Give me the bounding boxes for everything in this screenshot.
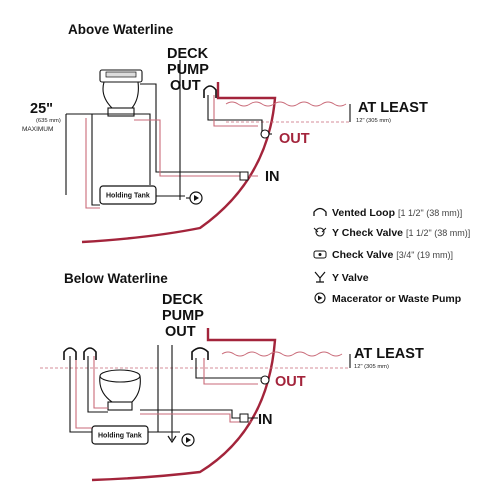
above-holding-tank-label: Holding Tank: [106, 193, 150, 200]
below-toilet: [99, 369, 141, 411]
below-holding-tank: [91, 425, 149, 445]
above-at-least-label: AT LEAST: [358, 100, 428, 116]
below-out-label: OUT: [165, 324, 196, 340]
svg-text:Y Valve: Y Valve: [332, 272, 369, 284]
legend-item: Check Valve[3/4" (19 mm)]: [313, 249, 453, 261]
above-title: Above Waterline: [68, 22, 174, 37]
above-pump-label: PUMP: [167, 62, 209, 78]
above-y-check-valve-icon: [260, 129, 270, 139]
y-check-valve-icon: [315, 227, 325, 237]
below-intake-in-label: IN: [258, 412, 273, 428]
above-holding-tank: [99, 185, 157, 205]
above-height-max: MAXIMUM: [22, 126, 53, 133]
above-height-metric: (635 mm): [36, 118, 61, 124]
above-hull: [81, 82, 277, 244]
above-vented-loop-icon: [203, 85, 217, 98]
above-discharge-pipe: [88, 113, 151, 185]
below-at-least-label: AT LEAST: [354, 346, 424, 362]
above-height-value: 25": [30, 101, 53, 117]
legend-item: Vented Loop[1 1/2" (38 mm)]: [313, 207, 462, 219]
svg-text:Macerator or Waste Pump: Macerator or Waste Pump: [332, 293, 461, 305]
below-waterline-diagram: Below Waterline Holding T: [40, 271, 424, 482]
above-vent-loop-pipe: [207, 95, 263, 134]
below-hull: [91, 328, 277, 482]
y-valve-icon: [314, 271, 326, 283]
below-y-valve-icon: [167, 435, 177, 444]
vented-loop-icon: [313, 207, 327, 216]
below-left-vent-pipe: [69, 356, 92, 433]
below-deck-label: DECK: [162, 292, 204, 308]
legend-item: Y Valve: [314, 271, 369, 284]
above-at-least-metric: 12" (305 mm): [356, 118, 391, 124]
below-vent-loop-pipe: [195, 358, 262, 379]
below-holding-tank-label: Holding Tank: [98, 433, 142, 440]
legend: Vented Loop[1 1/2" (38 mm)] Y Check Valv…: [313, 207, 470, 305]
below-title: Below Waterline: [64, 271, 168, 286]
below-check-valve-icon: [239, 413, 249, 423]
below-overboard-out-label: OUT: [275, 374, 306, 390]
above-waterline-diagram: Above Waterline 25" (635 mm) MAXIMUM: [22, 22, 428, 244]
legend-item: Y Check Valve[1 1/2" (38 mm)]: [313, 227, 470, 239]
above-out-label: OUT: [170, 78, 201, 94]
below-vented-loop-icon: [83, 347, 97, 360]
above-overboard-out-label: OUT: [279, 131, 310, 147]
below-pump-label: PUMP: [162, 308, 204, 324]
legend-item: Macerator or Waste Pump: [314, 292, 461, 305]
below-y-check-valve-icon: [260, 375, 270, 385]
below-vented-loop-icon: [191, 347, 209, 360]
svg-text:Check Valve[3/4" (19 mm)]: Check Valve[3/4" (19 mm)]: [332, 249, 453, 261]
below-at-least-metric: 12" (305 mm): [354, 364, 389, 370]
above-intake-in-label: IN: [265, 169, 280, 185]
svg-text:Y Check Valve[1 1/2" (38 mm)]: Y Check Valve[1 1/2" (38 mm)]: [332, 227, 470, 239]
above-deck-label: DECK: [167, 46, 209, 62]
above-waterline: [225, 101, 347, 107]
above-toilet: [99, 69, 143, 117]
svg-text:Vented Loop[1 1/2" (38 mm)]: Vented Loop[1 1/2" (38 mm)]: [332, 207, 462, 219]
below-vented-loop-icon: [63, 347, 77, 360]
above-check-valve-icon: [239, 171, 249, 181]
